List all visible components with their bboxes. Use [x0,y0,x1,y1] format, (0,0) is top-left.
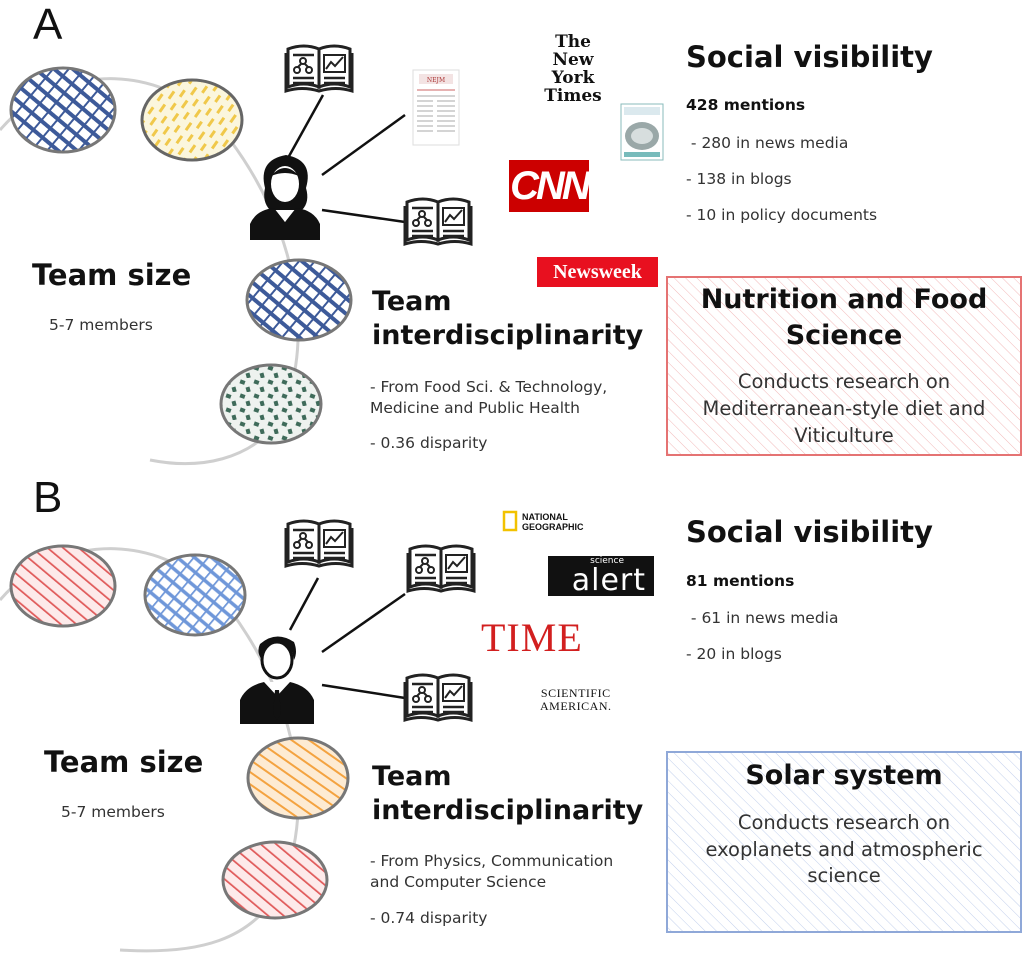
female-researcher-icon [250,155,320,240]
publication-book-icon-b1 [284,519,354,568]
sciam-logo-line2: AMERICAN. [540,699,612,714]
panel-label-b: B [33,473,63,522]
fields-line1: - From Food Sci. & Technology, [370,378,608,396]
topic-body-a: Conducts research on Mediterranean-style… [667,369,1021,450]
interdisciplinarity-heading-line2: interdisciplinarity [372,320,644,352]
fields-line2: and Computer Science [370,872,547,891]
member-circle-blue-a1 [9,66,117,154]
topic-body-a-line1: Conducts research on [737,370,951,394]
topic-body-b: Conducts research on exoplanets and atmo… [667,810,1021,891]
time-logo: TIME [481,615,583,660]
social-visibility-heading-a: Social visibility [686,40,933,74]
mentions-blogs-a: - 138 in blogs [686,170,792,188]
publication-book-icon-a1 [284,44,354,93]
disparity-b: - 0.74 disparity [370,909,488,927]
natgeo-logo: NATIONAL GEOGRAPHIC [522,512,584,533]
member-circle-green-a4 [219,363,323,445]
member-circle-blue-a3 [245,258,353,342]
member-circle-blue-b2 [143,553,247,637]
interdisciplinarity-fields-b: - From Physics, Communication and Comput… [370,851,613,893]
mentions-total-b: 81 mentions [686,572,795,590]
topic-title-b: Solar system [745,760,943,791]
journal-page-icon: NEJM [412,69,460,146]
topic-title-a-line1: Nutrition and Food [700,284,988,315]
mentions-total-a: 428 mentions [686,96,806,114]
team-size-heading-b: Team size [44,745,204,779]
publication-book-icon-b2 [406,544,476,593]
team-size-value-a: 5-7 members [49,316,153,334]
topic-box-a: Nutrition and Food Science Conducts rese… [667,282,1021,450]
topic-box-b: Solar system Conducts research on exopla… [667,758,1021,890]
cnn-logo: CNN [509,160,591,212]
interdisciplinarity-heading-line1: Team [372,761,452,792]
topic-box-a-frame [666,276,1022,456]
mentions-blogs-b: - 20 in blogs [686,645,782,663]
fields-line2: Medicine and Public Health [370,398,580,417]
interdisciplinarity-heading-a: Team interdisciplinarity [372,285,643,354]
disparity-a: - 0.36 disparity [370,434,488,452]
interdisciplinarity-heading-line2: interdisciplinarity [372,795,644,827]
topic-body-b-line2: exoplanets and atmospheric [705,837,983,861]
sciam-logo-line1: SCIENTIFIC [540,686,611,700]
policy-document-thumbnail [620,103,664,161]
fields-line1: - From Physics, Communication [370,852,614,870]
team-size-value-b: 5-7 members [61,803,165,821]
nyt-logo: The New York Times [534,32,612,106]
natgeo-frame-icon [502,510,518,532]
member-circle-yellow-a2 [140,78,244,162]
publication-book-icon-b3 [403,673,473,722]
panel-label-a: A [33,0,63,49]
topic-box-b-frame [666,751,1022,933]
topic-body-a-line2: Mediterranean-style diet and [702,397,986,421]
natgeo-logo-line1: NATIONAL [522,512,568,522]
mentions-news-b: - 61 in news media [686,609,839,627]
topic-body-b-line1: Conducts research on [737,810,951,834]
newsweek-logo: Newsweek [537,257,658,287]
interdisciplinarity-heading-b: Team interdisciplinarity [372,760,643,829]
mentions-policy-a: - 10 in policy documents [686,206,878,224]
sciencealert-logo-sup: science [590,555,624,566]
topic-body-b-line3: science [807,864,881,888]
nyt-logo-line1: The [555,32,591,52]
mentions-news-a: - 280 in news media [686,134,849,152]
nyt-logo-line2: New York [551,49,595,88]
member-circle-red-b1 [9,544,117,628]
male-researcher-icon [240,636,314,724]
sciencealert-logo-main: alert [571,562,646,598]
topic-body-a-line3: Viticulture [794,424,894,448]
interdisciplinarity-fields-a: - From Food Sci. & Technology, Medicine … [370,377,607,419]
interdisciplinarity-heading-line1: Team [372,286,452,317]
topic-title-a: Nutrition and Food Science [667,282,1021,353]
sciencealert-logo: science alert [548,556,654,596]
natgeo-logo-line2: GEOGRAPHIC [522,521,584,532]
topic-title-a-line2: Science [785,319,903,351]
member-circle-orange-b3 [246,736,350,820]
social-visibility-heading-b: Social visibility [686,515,933,549]
member-circle-red-b4 [221,840,329,920]
nyt-logo-line3: Times [544,85,602,106]
svg-text:NEJM: NEJM [427,77,445,84]
scientific-american-logo: SCIENTIFIC AMERICAN. [540,686,612,714]
team-size-heading-a: Team size [32,258,192,292]
publication-book-icon-a2 [403,197,473,246]
